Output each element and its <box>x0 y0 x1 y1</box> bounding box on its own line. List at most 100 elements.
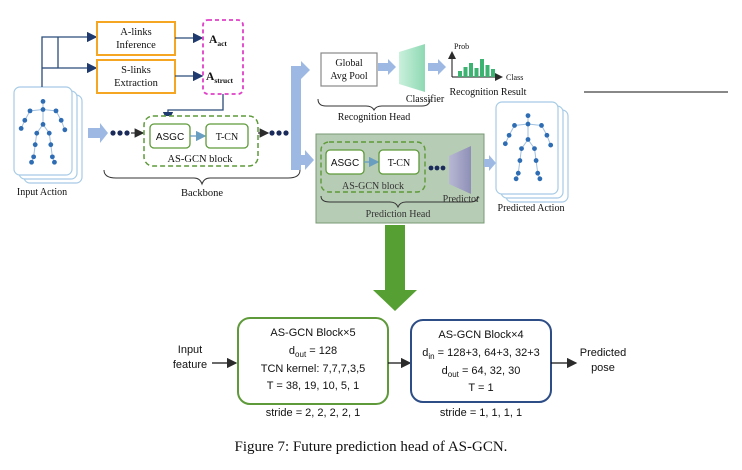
input-action-label: Input Action <box>17 187 67 198</box>
slinks-line2: Extraction <box>114 78 158 89</box>
output-line1: Predicted <box>580 347 626 359</box>
input-to-backbone-arrow <box>88 123 108 143</box>
skeleton-joint <box>515 170 521 176</box>
backbone-label: Backbone <box>181 188 223 199</box>
mini-bar <box>485 65 490 77</box>
block2-din: din = 128+3, 64+3, 32+3 <box>422 347 540 361</box>
block1-t: T = 38, 19, 10, 5, 1 <box>267 380 359 392</box>
skeleton-joint <box>548 142 554 148</box>
block2-box <box>410 319 552 403</box>
skeleton-joint <box>62 127 68 133</box>
backbone-dots-right <box>269 130 289 136</box>
recognition-result-label: Recognition Result <box>450 87 527 98</box>
adjacency-matrices-box <box>202 19 244 95</box>
class-axis-label: Class <box>506 73 523 82</box>
head-branch-arrow <box>291 61 314 170</box>
output-line2: pose <box>591 362 615 374</box>
block2-t: T = 1 <box>468 382 493 394</box>
gap-to-classifier-arrow <box>378 59 396 75</box>
mini-bar <box>491 69 495 77</box>
classifier-shape <box>399 44 425 92</box>
pred-asgcn-block <box>320 141 426 193</box>
a-struct-label: Astruct <box>206 71 234 85</box>
mini-bar <box>474 68 479 77</box>
skeleton-joint <box>46 130 52 136</box>
skeleton-joint <box>539 123 544 128</box>
block2-stride: stride = 1, 1, 1, 1 <box>440 407 522 419</box>
block1-dout: dout = 128 <box>289 345 337 359</box>
skeleton-joint <box>27 108 33 114</box>
mini-bar <box>480 59 484 77</box>
a-act-label: Aact <box>209 34 227 48</box>
backbone-tcn-label: T-CN <box>216 132 238 143</box>
block2-dout: dout = 64, 32, 30 <box>442 365 521 379</box>
prob-axis-label: Prob <box>454 42 469 51</box>
predictor-shape <box>449 146 471 194</box>
prediction-to-output-arrow <box>484 155 496 171</box>
mini-bar <box>458 71 462 77</box>
expand-down-arrow <box>373 225 417 311</box>
gap-line2: Avg Pool <box>330 71 368 82</box>
backbone-block-label: AS-GCN block <box>167 154 233 165</box>
skeleton-joint <box>18 126 24 131</box>
mini-bar <box>463 67 468 77</box>
skeleton-joint <box>506 132 512 138</box>
skeleton-joint <box>40 99 46 104</box>
pred-tcn-box <box>378 149 420 175</box>
backbone-tcn-box <box>205 123 249 149</box>
prediction-head-label: Prediction Head <box>366 209 431 220</box>
predicted-action-label: Predicted Action <box>498 203 565 214</box>
skeleton-joint <box>512 123 517 128</box>
skeleton-joint <box>519 146 524 152</box>
prediction-dots <box>428 165 446 171</box>
skeleton-joint <box>517 158 523 163</box>
skeleton-joint <box>31 154 37 160</box>
block1-kernel: TCN kernel: 7,7,7,3,5 <box>261 363 366 375</box>
slinks-box <box>96 59 176 94</box>
backbone-brace <box>103 169 301 186</box>
skeleton-joint <box>525 121 531 127</box>
pred-tcn-label: T-CN <box>388 158 410 169</box>
skeleton-joint <box>525 113 531 119</box>
skeleton-joint <box>22 117 28 123</box>
recognition-result-chart <box>448 51 503 81</box>
block1-title: AS-GCN Block×5 <box>270 327 355 339</box>
input-feature-line2: feature <box>173 359 207 371</box>
predicted-action-frames <box>495 101 569 203</box>
figure-caption: Figure 7: Future prediction head of AS-G… <box>235 439 508 455</box>
skeleton-joint <box>533 158 539 163</box>
input-feature-line1: Input <box>178 344 202 356</box>
backbone-asgc-label: ASGC <box>156 132 184 143</box>
classifier-label: Classifier <box>406 94 445 105</box>
skeleton-joint <box>48 142 54 148</box>
alinks-line1: A-links <box>120 27 152 38</box>
skeleton-joint <box>29 159 34 165</box>
classifier-to-result-arrow <box>428 59 446 75</box>
block1-stride: stride = 2, 2, 2, 2, 1 <box>266 407 360 419</box>
skeleton-joint <box>40 121 46 127</box>
skeleton-joint <box>34 130 40 136</box>
skeleton-joint <box>532 146 537 152</box>
skeleton-joint <box>52 159 57 165</box>
slinks-line1: S-links <box>121 65 151 76</box>
block2-title: AS-GCN Block×4 <box>438 329 523 341</box>
recognition-head-brace <box>317 98 431 112</box>
alinks-box <box>96 21 176 56</box>
skeleton-joint <box>40 107 46 112</box>
backbone-dots-left <box>110 130 130 136</box>
input-skeleton <box>18 99 68 165</box>
skeleton-joint <box>544 132 550 138</box>
skeleton-joint <box>502 141 508 147</box>
skeleton-joint <box>49 154 55 160</box>
prediction-head-brace <box>320 195 479 209</box>
skeleton-joint <box>58 117 64 123</box>
skeleton-joint <box>537 176 543 182</box>
alinks-line2: Inference <box>116 40 156 51</box>
input-branch-lines <box>41 31 98 87</box>
skeleton-joint <box>53 108 59 114</box>
skeleton-joint <box>525 137 531 142</box>
predictor-label: Predictor <box>443 194 480 205</box>
recognition-head-label: Recognition Head <box>338 112 410 123</box>
